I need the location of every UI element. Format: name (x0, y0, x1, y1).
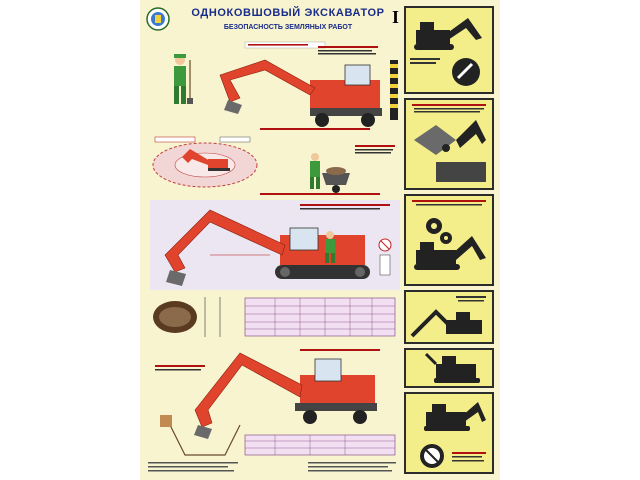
rule-box-3 (404, 194, 494, 286)
poster-header: ОДНОКОВШОВЫЙ ЭКСКАВАТОР БЕЗОПАСНОСТЬ ЗЕМ… (140, 0, 500, 40)
poster-subtitle: БЕЗОПАСНОСТЬ ЗЕМЛЯНЫХ РАБОТ (223, 24, 353, 31)
rule-box-6 (404, 392, 494, 474)
panel-tracked-excavator (150, 200, 400, 290)
excavator-small (182, 149, 230, 171)
rule-box-5 (404, 348, 494, 388)
safety-poster: ОДНОКОВШОВЫЙ ЭКСКАВАТОР БЕЗОПАСНОСТЬ ЗЕМ… (140, 0, 500, 480)
sheet-number: I (392, 7, 400, 27)
rule-box-1 (404, 6, 494, 94)
excavator-wheeled (219, 59, 382, 127)
title-block: ОДНОКОВШОВЫЙ ЭКСКАВАТОР БЕЗОПАСНОСТЬ ЗЕМ… (188, 6, 388, 38)
logo-icon (146, 6, 170, 32)
data-table (244, 297, 396, 337)
panel-workplace (150, 40, 400, 135)
excavator-trench (194, 352, 377, 439)
main-illustrations (150, 40, 400, 460)
poster-footer (148, 460, 398, 478)
poster-title: ОДНОКОВШОВЫЙ ЭКСКАВАТОР (191, 7, 385, 19)
gears-icon (426, 218, 452, 244)
rule-box-4 (404, 290, 494, 344)
excavator-tracked (164, 209, 370, 286)
worker-wheelbarrow (310, 153, 350, 193)
worker-green (325, 231, 335, 263)
panel-table (150, 292, 400, 342)
panel-danger-zone (150, 135, 400, 200)
rule-box-2 (404, 98, 494, 190)
panel-trench (150, 345, 400, 457)
worker-prohibited (378, 238, 392, 276)
sidebar-rules (404, 6, 494, 474)
trench-table (244, 434, 396, 456)
worker-figure (174, 54, 193, 104)
excavator-icon (414, 18, 482, 50)
